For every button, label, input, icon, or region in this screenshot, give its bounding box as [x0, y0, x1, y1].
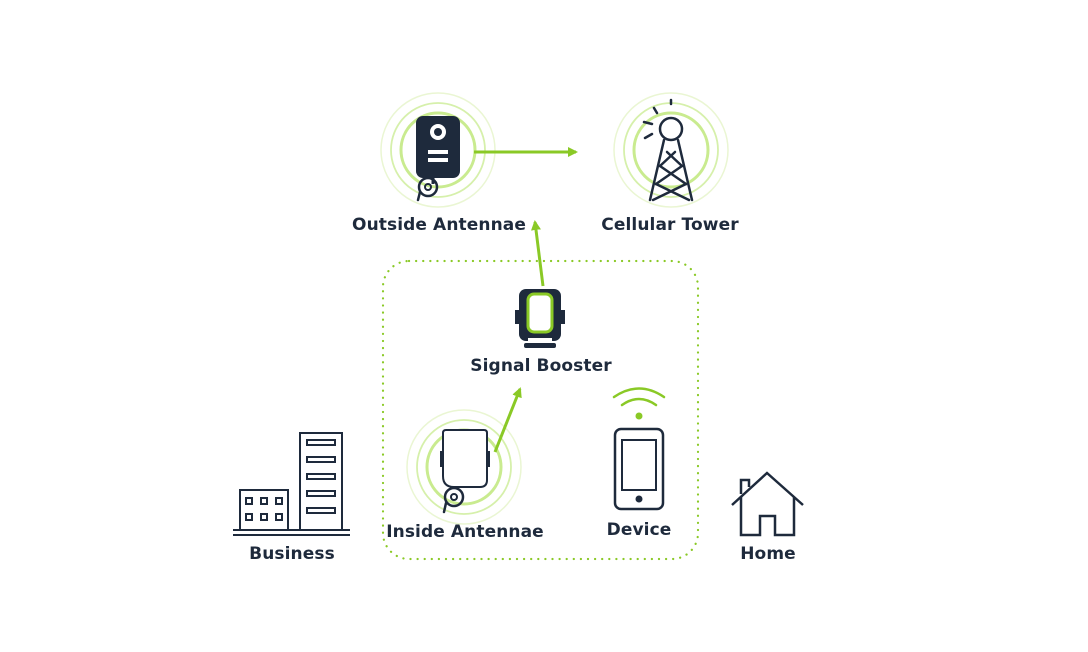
office-building-icon — [233, 432, 350, 536]
arrow-inside-to-booster — [493, 387, 522, 453]
home-label: Home — [740, 544, 796, 564]
device-label: Device — [606, 520, 672, 540]
indoor-boundary — [381, 259, 700, 561]
cell-tower-icon — [642, 98, 694, 202]
house-icon — [731, 471, 804, 537]
outside-antenna-label: Outside Antennae — [352, 215, 526, 235]
inside-antenna-label: Inside Antennae — [386, 522, 544, 542]
arrow-booster-to-outside — [531, 220, 545, 287]
signal-booster-icon — [515, 289, 565, 348]
cellular-tower-label: Cellular Tower — [601, 215, 739, 235]
signal-booster-label: Signal Booster — [470, 356, 612, 376]
outside-antenna-icon — [416, 116, 460, 202]
inside-antenna-icon — [440, 429, 490, 514]
business-label: Business — [249, 544, 335, 564]
smartphone-icon — [612, 387, 666, 511]
